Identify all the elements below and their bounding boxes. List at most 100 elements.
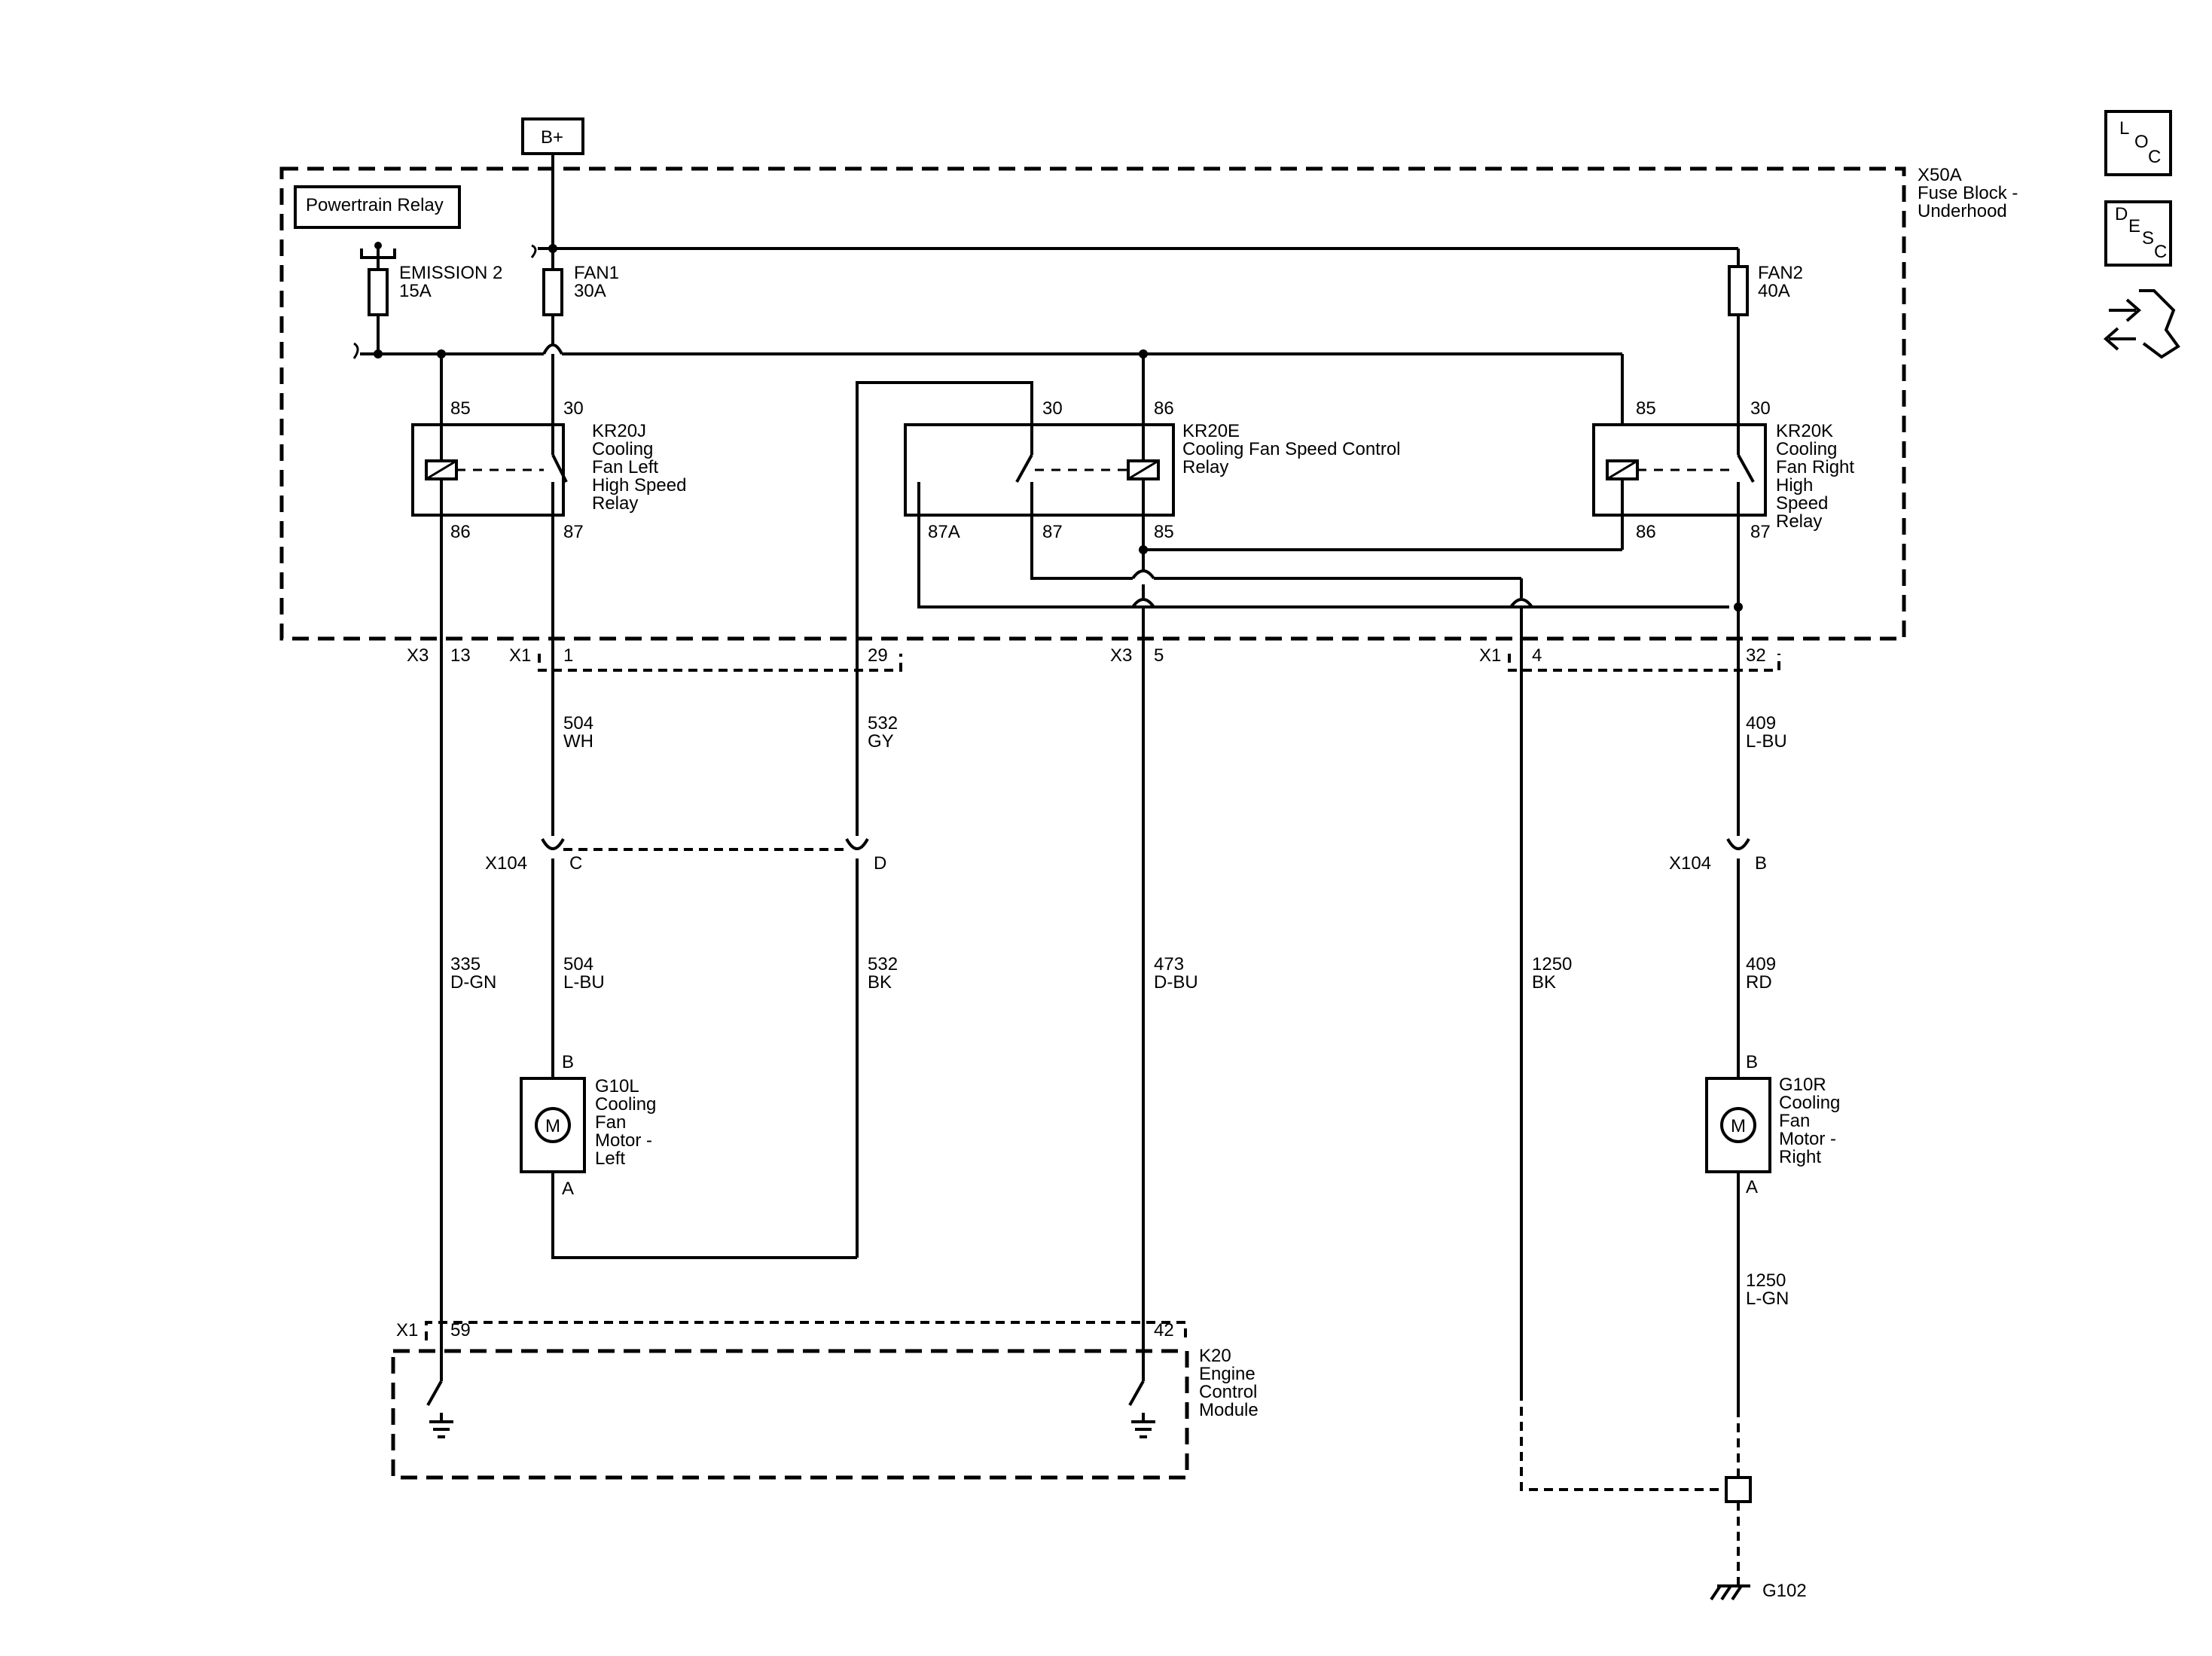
motor-left-symbol: M [545, 1116, 560, 1136]
fuse-fan1-name: FAN1 [574, 263, 619, 283]
connector-x3-left: X3 [407, 645, 429, 666]
wire-504-lower-num: 504 [563, 954, 593, 974]
wire-1250-num: 1250 [1532, 954, 1572, 974]
wire-409-lower-num: 409 [1746, 954, 1776, 974]
pin-5: 5 [1154, 645, 1164, 666]
ecm-switch-59-icon [426, 1325, 453, 1438]
kr20k-desc-1: Cooling [1776, 439, 1837, 459]
kr20e-pin-87a: 87A [928, 522, 960, 542]
motor-left-pin-a: A [562, 1179, 574, 1199]
ecm-outline[interactable] [391, 1349, 1189, 1480]
pin-b: B [1755, 853, 1767, 874]
pin-4: 4 [1532, 645, 1542, 666]
kr20j-desc-2: Fan Left [592, 457, 658, 477]
kr20j-pin-85: 85 [450, 398, 471, 419]
motor-right-pin-a: A [1746, 1177, 1758, 1197]
wire-1250-lower-color: L-GN [1746, 1289, 1789, 1309]
motor-right-desc-3: Motor - [1779, 1129, 1836, 1149]
pin-1: 1 [563, 645, 573, 666]
kr20k-desc-4: Speed [1776, 493, 1828, 514]
motor-right-desc-4: Right [1779, 1147, 1821, 1167]
pin-42: 42 [1154, 1320, 1174, 1340]
relay-kr20k[interactable]: 85 30 86 87 KR20K Cooling Fan Right High… [1592, 398, 1854, 542]
motor-right-desc-2: Fan [1779, 1111, 1810, 1131]
fuse-fan2-rating: 40A [1758, 281, 1790, 301]
ground-icon [1710, 1584, 1750, 1601]
kr20k-desc-2: Fan Right [1776, 457, 1854, 477]
connector-x104-right: X104 [1669, 853, 1711, 874]
kr20k-desc-3: High [1776, 475, 1813, 496]
description-letter-c: C [2154, 242, 2167, 262]
location-button[interactable]: L O C [2104, 110, 2172, 176]
kr20e-desc-2: Relay [1182, 457, 1228, 477]
kr20e-desc-1: Cooling Fan Speed Control [1182, 439, 1401, 459]
kr20e-pin-85: 85 [1154, 522, 1174, 542]
ecm-connector-x1: X1 [396, 1320, 418, 1340]
ecm-connector-outline [425, 1321, 1187, 1340]
connector-end-view-icon[interactable] [2103, 289, 2180, 359]
fuse-fan1[interactable]: FAN1 30A [542, 249, 619, 346]
kr20j-pin-87: 87 [563, 522, 584, 542]
connector-x3-right: X3 [1110, 645, 1132, 666]
location-letter-o: O [2134, 132, 2149, 152]
ground-splice[interactable] [1725, 1476, 1752, 1503]
motor-g10r[interactable]: M B A G10R Cooling Fan Motor - Right [1705, 1052, 1840, 1197]
motor-g10l[interactable]: M B A G10L Cooling Fan Motor - Left [520, 1052, 656, 1199]
fuse-emission-2-rating: 15A [399, 281, 432, 301]
wire-473-num: 473 [1154, 954, 1184, 974]
fuse-fan2-name: FAN2 [1758, 263, 1803, 283]
kr20k-pin-86: 86 [1636, 522, 1656, 542]
motor-left-desc-2: Fan [595, 1112, 626, 1133]
motor-left-id: G10L [595, 1076, 639, 1096]
motor-right-symbol: M [1731, 1116, 1746, 1136]
connector-x1-outline [538, 654, 902, 672]
kr20j-pin-86: 86 [450, 522, 471, 542]
wire-532-lower-num: 532 [868, 954, 898, 974]
pin-32: 32 [1746, 645, 1766, 666]
ecm-switch-42-icon [1128, 1325, 1155, 1438]
wire-473-color: D-BU [1154, 972, 1198, 993]
kr20j-id: KR20J [592, 421, 646, 441]
location-letter-c: C [2148, 147, 2161, 167]
relay-kr20j[interactable]: 85 30 86 87 KR20J Cooling Fan Left High … [411, 398, 686, 542]
pin-59: 59 [450, 1320, 471, 1340]
powertrain-relay-box[interactable] [294, 185, 461, 229]
ecm-id: K20 [1199, 1346, 1231, 1366]
motor-right-id: G10R [1779, 1075, 1826, 1095]
description-letter-s: S [2142, 228, 2154, 249]
fuse-fan1-rating: 30A [574, 281, 606, 301]
motor-left-desc-1: Cooling [595, 1094, 656, 1115]
ground-id: G102 [1762, 1581, 1807, 1601]
motor-right-desc-1: Cooling [1779, 1093, 1840, 1113]
wire-409-num: 409 [1746, 713, 1776, 733]
motor-left-desc-4: Left [595, 1148, 625, 1169]
connector-x1-a: X1 [509, 645, 531, 666]
kr20e-pin-30: 30 [1042, 398, 1063, 419]
connector-x1-right-outline [1508, 654, 1780, 672]
kr20k-pin-30: 30 [1750, 398, 1771, 419]
fuse-emission-2[interactable]: EMISSION 2 15A [368, 263, 502, 352]
kr20k-pin-85: 85 [1636, 398, 1656, 419]
motor-left-desc-3: Motor - [595, 1130, 652, 1151]
kr20e-pin-87: 87 [1042, 522, 1063, 542]
kr20k-id: KR20K [1776, 421, 1833, 441]
motor-left-pin-b: B [562, 1052, 574, 1072]
relay-kr20e[interactable]: 30 86 87A 87 85 KR20E Cooling Fan Speed … [904, 398, 1401, 542]
pin-c: C [569, 853, 582, 874]
fuse-block-name: Fuse Block - [1918, 183, 2018, 203]
wire-409-lower-color: RD [1746, 972, 1772, 993]
pin-d: D [874, 853, 886, 874]
wire-409-color: L-BU [1746, 731, 1787, 752]
fuse-block-id: X50A [1918, 165, 1962, 185]
battery-positive-label: B+ [541, 127, 563, 148]
fuse-block-name-2: Underhood [1918, 201, 2007, 221]
connector-x104-left: X104 [485, 853, 527, 874]
wire-532-lower-color: BK [868, 972, 892, 993]
ecm-desc-1: Engine [1199, 1364, 1256, 1384]
wire-532-color: GY [868, 731, 894, 752]
description-button[interactable]: D E S C [2104, 200, 2172, 267]
description-letter-d: D [2115, 204, 2128, 224]
wire-532-num: 532 [868, 713, 898, 733]
description-letter-e: E [2128, 216, 2140, 236]
powertrain-relay-label: Powertrain Relay [306, 195, 444, 215]
